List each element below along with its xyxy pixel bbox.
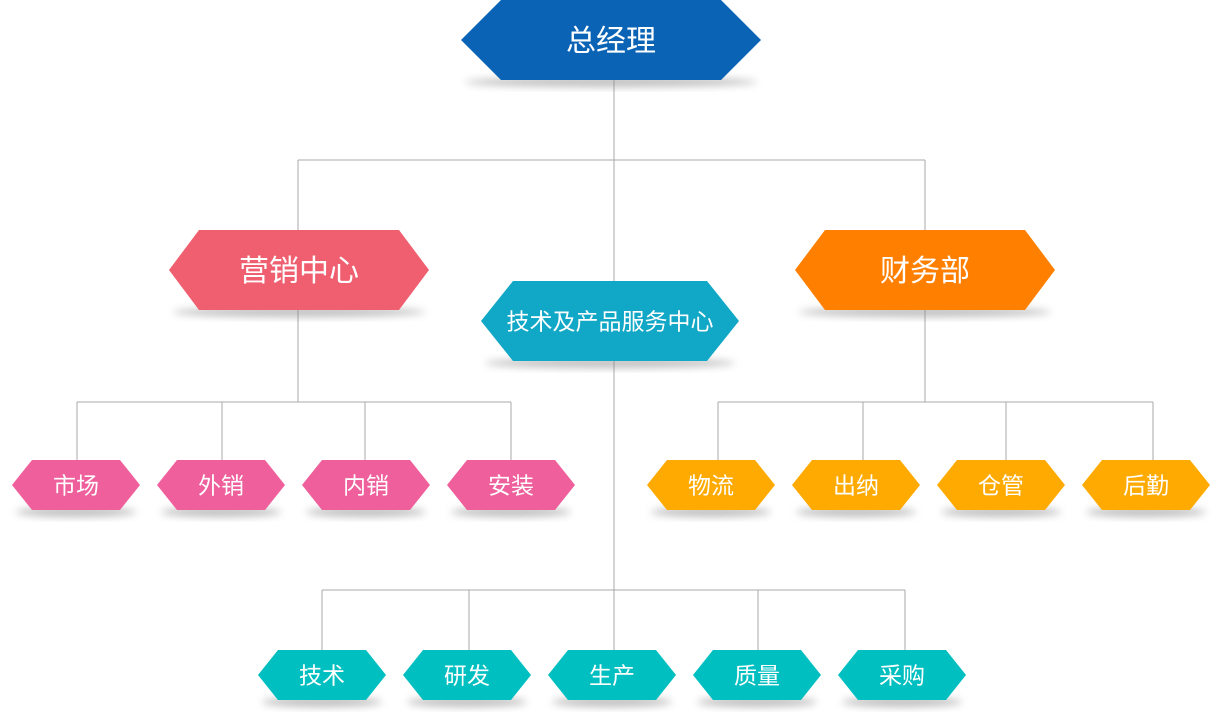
node-marketing-child-0-label: 市场 (53, 473, 99, 499)
node-tech-child-0-shape (258, 650, 386, 700)
node-finance-child-0-label: 物流 (688, 473, 734, 499)
node-root-label: 总经理 (566, 24, 656, 59)
node-marketing-child-1-label: 外销 (198, 473, 244, 499)
node-tech-child-2-label: 生产 (589, 663, 635, 689)
node-tech-child-1: 研发 (403, 650, 531, 707)
node-finance-department-label: 财务部 (880, 254, 970, 289)
node-marketing-center: 营销中心 (169, 230, 429, 317)
node-finance-child-2-label: 仓管 (978, 473, 1024, 499)
node-root: 总经理 (461, 0, 761, 87)
node-tech-child-4: 采购 (838, 650, 966, 707)
node-tech-child-2: 生产 (548, 650, 676, 707)
node-marketing-child-3: 安装 (447, 460, 575, 517)
node-finance-child-2: 仓管 (937, 460, 1065, 517)
node-tech-product-service-center-shape (481, 281, 739, 361)
node-tech-product-service-center: 技术及产品服务中心 (481, 281, 739, 368)
node-tech-child-4-label: 采购 (879, 663, 925, 689)
node-finance-child-1-shape (792, 460, 920, 510)
node-marketing-child-1: 外销 (157, 460, 285, 517)
node-finance-child-0-shape (647, 460, 775, 510)
node-marketing-center-label: 营销中心 (239, 254, 359, 289)
node-finance-child-2-shape (937, 460, 1065, 510)
node-root-shape (461, 0, 761, 80)
connector-lines (76, 80, 1154, 652)
node-tech-child-2-shape (548, 650, 676, 700)
node-tech-child-1-label: 研发 (444, 663, 490, 689)
node-marketing-child-0-shape (12, 460, 140, 510)
node-tech-product-service-center-label: 技术及产品服务中心 (507, 309, 714, 335)
node-marketing-child-1-shape (157, 460, 285, 510)
node-marketing-child-2-label: 内销 (343, 473, 389, 499)
node-finance-child-1: 出纳 (792, 460, 920, 517)
node-tech-child-0: 技术 (258, 650, 386, 707)
node-finance-department: 财务部 (795, 230, 1055, 317)
node-marketing-child-3-label: 安装 (488, 473, 534, 499)
node-finance-department-shape (795, 230, 1055, 310)
node-finance-child-3-shape (1082, 460, 1210, 510)
node-tech-child-1-shape (403, 650, 531, 700)
node-tech-child-3-label: 质量 (734, 663, 780, 689)
node-finance-child-3: 后勤 (1082, 460, 1210, 517)
node-finance-child-1-label: 出纳 (833, 473, 879, 499)
node-tech-child-0-label: 技术 (299, 663, 345, 689)
node-marketing-child-2-shape (302, 460, 430, 510)
node-marketing-child-0: 市场 (12, 460, 140, 517)
node-marketing-center-shape (169, 230, 429, 310)
node-finance-child-3-label: 后勤 (1123, 473, 1169, 499)
node-tech-child-4-shape (838, 650, 966, 700)
node-tech-child-3: 质量 (693, 650, 821, 707)
node-marketing-child-3-shape (447, 460, 575, 510)
node-tech-child-3-shape (693, 650, 821, 700)
node-finance-child-0: 物流 (647, 460, 775, 517)
node-marketing-child-2: 内销 (302, 460, 430, 517)
